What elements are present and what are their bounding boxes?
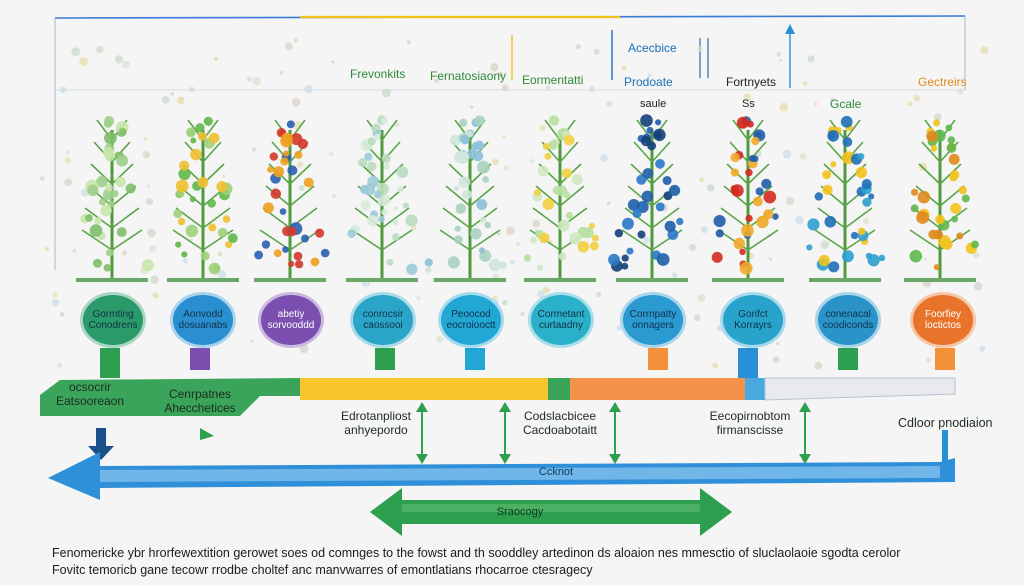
left-band-label-1-line2: Eatsooreaon — [55, 393, 125, 408]
pod-3-line1: abetiy — [277, 308, 305, 320]
header-label-2: Fernatosiaony — [430, 69, 507, 83]
plants-row — [76, 114, 979, 282]
plant-4 — [346, 115, 418, 282]
header-label-9: saule — [640, 98, 667, 110]
pod-2-line1: Aonvodd — [183, 308, 223, 320]
big-blue-arrow — [48, 452, 955, 500]
mid-label-2: Codslacbicee Cacdoabotaitt — [522, 409, 598, 438]
top-frame — [54, 15, 966, 270]
mid-label-3-line2: firmanscisse — [716, 422, 784, 437]
plant-3 — [254, 119, 330, 282]
header-label-1: Frevonkits — [350, 67, 406, 81]
plant-9 — [806, 115, 886, 282]
pod-3-line2: sorvooddd — [267, 320, 315, 331]
left-band-label-1: ocsocrir Eatsooreaon — [55, 380, 125, 409]
pod-4-line1: conrocsir — [362, 308, 404, 320]
process-band — [40, 377, 956, 416]
pod-5-line1: Peoocod — [451, 308, 491, 320]
plant-8 — [711, 116, 784, 282]
green-arrow-label: Sraocogy — [496, 506, 544, 518]
pod-6-line1: Cormetant — [537, 308, 585, 320]
header-label-3: Eormentatti — [522, 73, 584, 87]
header-label-4: Acecbice — [628, 41, 677, 55]
left-band-label-2-line1: Cenrpatnes — [168, 387, 232, 401]
pod-8-line2: Korrayrs — [734, 320, 772, 331]
blue-arrow-label: Ccknot — [538, 466, 574, 478]
pod-7-line2: onnagers — [632, 320, 674, 331]
pod-6-line2: curtaadny — [539, 320, 583, 331]
mid-label-3-line1: Eecopirnobtom — [709, 409, 791, 423]
header-label-6: Fortnyets — [726, 75, 777, 89]
pod-5-line2: eocroiooctt — [446, 320, 496, 331]
plant-5 — [424, 115, 507, 282]
plant-2 — [167, 116, 239, 282]
mid-label-1-line1: Edrotanpliost — [340, 409, 412, 423]
pod-8-line1: Gorifct — [738, 308, 768, 320]
pod-4-line2: caossooi — [363, 320, 403, 331]
left-band-label-2-line2: Ahecchetices — [164, 400, 236, 415]
plant-1 — [76, 116, 154, 282]
pod-1-line2: Conodrens — [88, 320, 138, 331]
mid-label-1: Edrotanpliost anhyepordo — [340, 409, 412, 438]
big-green-arrow — [370, 488, 732, 536]
pod-10-line1: Foorfiey — [924, 308, 962, 320]
pod-9-line2: coodiconds — [822, 320, 874, 331]
left-band-label-1-line1: ocsocrir — [68, 380, 111, 394]
pod-9-line1: conenacal — [825, 308, 871, 320]
mid-label-3: Eecopirnobtom firmanscisse — [709, 409, 791, 438]
caption-line-2: Fovitc temoricb gane tecowr rrodbe cholt… — [52, 563, 593, 577]
right-label: Cdloor pnodiaion — [898, 416, 993, 430]
mid-label-1-line2: anhyepordo — [344, 422, 408, 437]
header-label-8: Gcale — [830, 97, 862, 111]
pod-stems — [100, 348, 955, 378]
plant-10 — [904, 119, 979, 282]
header-label-5: Prodoate — [624, 75, 673, 89]
floating-dots — [39, 38, 989, 370]
header-label-7: Gectreirs — [918, 75, 967, 89]
pod-7-line1: Corrnpatty — [629, 308, 677, 320]
pod-10-line2: loctictos — [924, 320, 962, 331]
plant-7 — [608, 114, 688, 282]
caption-line-1: Fenomericke ybr hrorfewextition gerowet … — [52, 546, 901, 560]
plant-6 — [523, 115, 599, 282]
small-arrows — [88, 402, 948, 468]
left-band-label-2: Cenrpatnes Ahecchetices — [164, 387, 236, 416]
mid-label-2-line1: Codslacbicee — [523, 409, 597, 423]
pod-1-line1: Gormting — [92, 308, 134, 320]
mid-label-2-line2: Cacdoabotaitt — [522, 422, 598, 437]
header-label-10: Ss — [742, 98, 755, 110]
pod-2-line2: dosuanabs — [178, 320, 228, 331]
